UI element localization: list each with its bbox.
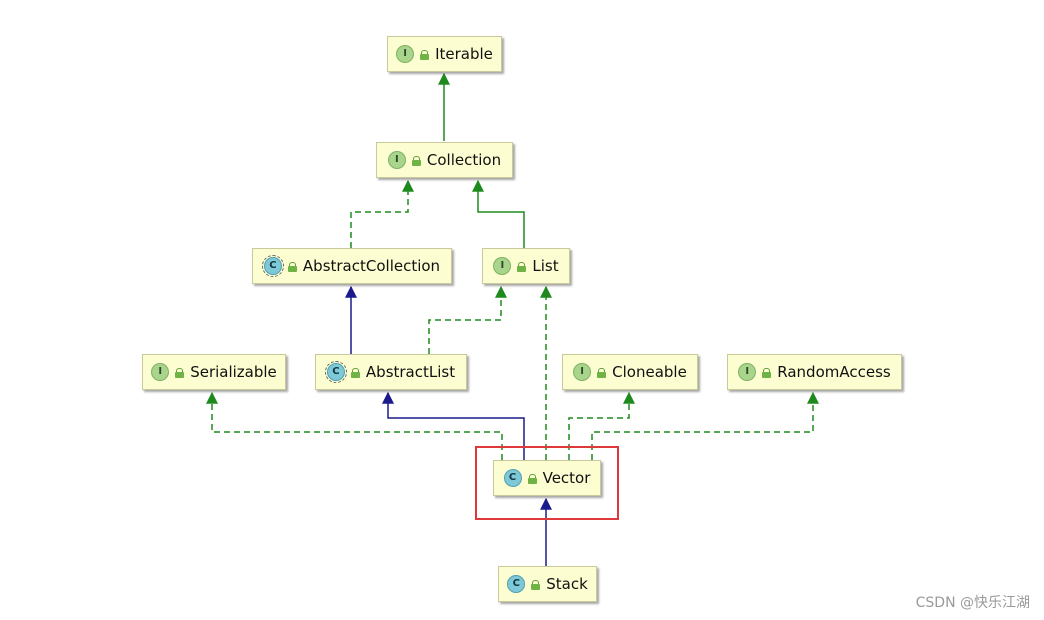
node-iterable[interactable]: I Iterable <box>387 36 502 72</box>
public-lock-icon <box>527 473 537 484</box>
abstract-class-badge-icon: C <box>324 361 347 383</box>
node-list[interactable]: I List <box>482 248 570 284</box>
edge-abstractcollection-collection <box>350 179 414 248</box>
interface-badge-icon: I <box>493 257 512 275</box>
public-lock-icon <box>411 155 421 166</box>
edge-vector-abstractlist <box>382 391 525 460</box>
edge-vector-serializable <box>206 391 503 460</box>
interface-badge-icon: I <box>738 363 757 381</box>
interface-badge-icon: I <box>387 151 406 169</box>
watermark: CSDN @快乐江湖 <box>915 595 1030 611</box>
node-label: Stack <box>546 575 588 593</box>
public-lock-icon <box>350 367 360 378</box>
node-label: Iterable <box>435 45 493 63</box>
interface-badge-icon: I <box>573 363 592 381</box>
public-lock-icon <box>287 261 297 272</box>
node-label: List <box>532 257 559 275</box>
edge-vector-randomaccess <box>591 391 819 460</box>
class-badge-icon: C <box>503 469 522 487</box>
node-label: Serializable <box>190 363 277 381</box>
public-lock-icon <box>517 261 527 272</box>
node-label: Collection <box>426 151 502 169</box>
node-abstractlist[interactable]: C AbstractList <box>315 354 467 390</box>
interface-badge-icon: I <box>396 45 415 63</box>
node-serializable[interactable]: I Serializable <box>142 354 286 390</box>
vector-highlight-box <box>475 446 619 520</box>
public-lock-icon <box>420 49 430 60</box>
node-label: Cloneable <box>612 363 687 381</box>
public-lock-icon <box>531 579 541 590</box>
node-vector[interactable]: C Vector <box>493 460 601 496</box>
node-label: Vector <box>542 469 591 487</box>
node-abstractcollection[interactable]: C AbstractCollection <box>252 248 452 284</box>
interface-badge-icon: I <box>151 363 170 381</box>
node-label: AbstractList <box>365 363 456 381</box>
public-lock-icon <box>597 367 607 378</box>
class-badge-icon: C <box>507 575 526 593</box>
node-stack[interactable]: C Stack <box>498 566 597 602</box>
public-lock-icon <box>762 367 772 378</box>
node-label: RandomAccess <box>777 363 891 381</box>
node-cloneable[interactable]: I Cloneable <box>562 354 698 390</box>
abstract-class-badge-icon: C <box>261 255 284 277</box>
node-collection[interactable]: I Collection <box>376 142 513 178</box>
edge-list-collection <box>472 179 525 248</box>
node-randomaccess[interactable]: I RandomAccess <box>727 354 902 390</box>
edge-abstractlist-list <box>428 285 507 354</box>
public-lock-icon <box>175 367 185 378</box>
node-label: AbstractCollection <box>302 257 441 275</box>
edge-vector-cloneable <box>568 391 635 460</box>
